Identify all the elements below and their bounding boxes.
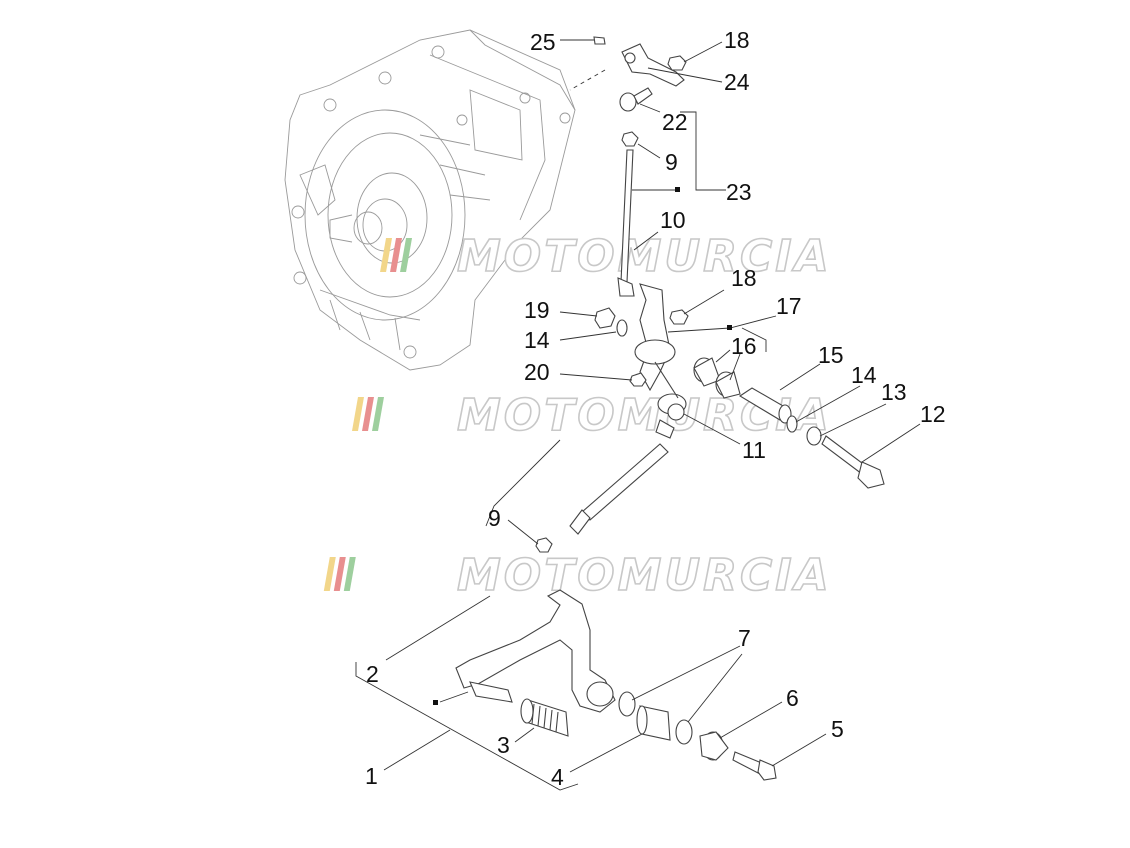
watermark-text: MOTOMURCIA — [457, 550, 832, 601]
callout-22: 22 — [662, 109, 688, 135]
callout-labels: 25 18 24 22 9 23 10 18 17 19 14 16 15 20… — [365, 27, 946, 790]
part-10-rod — [617, 149, 635, 297]
callout-7: 7 — [738, 625, 751, 651]
callout-12: 12 — [920, 401, 946, 427]
callout-11: 11 — [742, 437, 766, 463]
callout-9-upper: 9 — [665, 149, 678, 175]
callout-17: 17 — [776, 293, 802, 319]
part-15-spacer — [738, 387, 792, 424]
part-6-spacer-flange — [699, 731, 729, 761]
callout-20: 20 — [524, 359, 550, 385]
part-9-nut-upper — [621, 131, 639, 147]
callout-25: 25 — [530, 29, 556, 55]
part-2-gear-pedal — [455, 589, 616, 713]
part-14-washer-left — [616, 319, 628, 337]
callout-2: 2 — [366, 661, 379, 687]
part-14-washer-right — [786, 415, 798, 433]
part-18-nut-mid — [669, 309, 689, 325]
marker-dot — [433, 700, 438, 705]
callout-3: 3 — [497, 732, 510, 758]
callout-9-lower: 9 — [488, 505, 501, 531]
callout-18-top: 18 — [724, 27, 750, 53]
watermark-text: MOTOMURCIA — [457, 390, 832, 441]
callout-14-left: 14 — [524, 327, 550, 353]
part-18-nut-top — [667, 55, 687, 71]
part-12-bolt — [821, 435, 885, 489]
part-5-bolt — [732, 751, 777, 781]
part-3-rubber-grip — [520, 698, 569, 737]
part-22-ball-joint — [619, 87, 653, 112]
part-24-lever — [569, 43, 685, 91]
marker-dot — [727, 325, 732, 330]
callout-4: 4 — [551, 764, 564, 790]
leader-lines — [355, 41, 921, 791]
part-19-nut — [594, 307, 616, 329]
part-7-orings — [618, 691, 693, 745]
callout-13: 13 — [881, 379, 907, 405]
callout-10: 10 — [660, 207, 686, 233]
part-11-lever-joint — [655, 403, 685, 439]
marker-dot — [675, 187, 680, 192]
gearbox-housing — [284, 29, 576, 371]
callout-16: 16 — [731, 333, 757, 359]
callout-15: 15 — [818, 342, 844, 368]
watermark-top: MOTOMURCIA — [380, 230, 832, 283]
part-25-screw — [560, 36, 606, 45]
part-13-washer — [806, 426, 822, 446]
part-16-bushings — [693, 357, 741, 399]
watermark-text: MOTOMURCIA — [457, 231, 832, 282]
callout-19: 19 — [524, 297, 550, 323]
watermark-middle: MOTOMURCIA — [352, 389, 832, 442]
callout-18-mid: 18 — [731, 265, 757, 291]
callout-24: 24 — [724, 69, 750, 95]
callout-1: 1 — [365, 763, 378, 789]
part-4-bushing — [636, 705, 671, 741]
callout-5: 5 — [831, 716, 844, 742]
part-9-rod-lower — [569, 443, 669, 535]
callout-6: 6 — [786, 685, 799, 711]
part-20-nut — [629, 372, 647, 387]
callout-14-right: 14 — [851, 362, 877, 388]
watermark-bottom: MOTOMURCIA — [323, 549, 832, 602]
part-9-nut-lower — [535, 537, 553, 553]
callout-23: 23 — [726, 179, 752, 205]
